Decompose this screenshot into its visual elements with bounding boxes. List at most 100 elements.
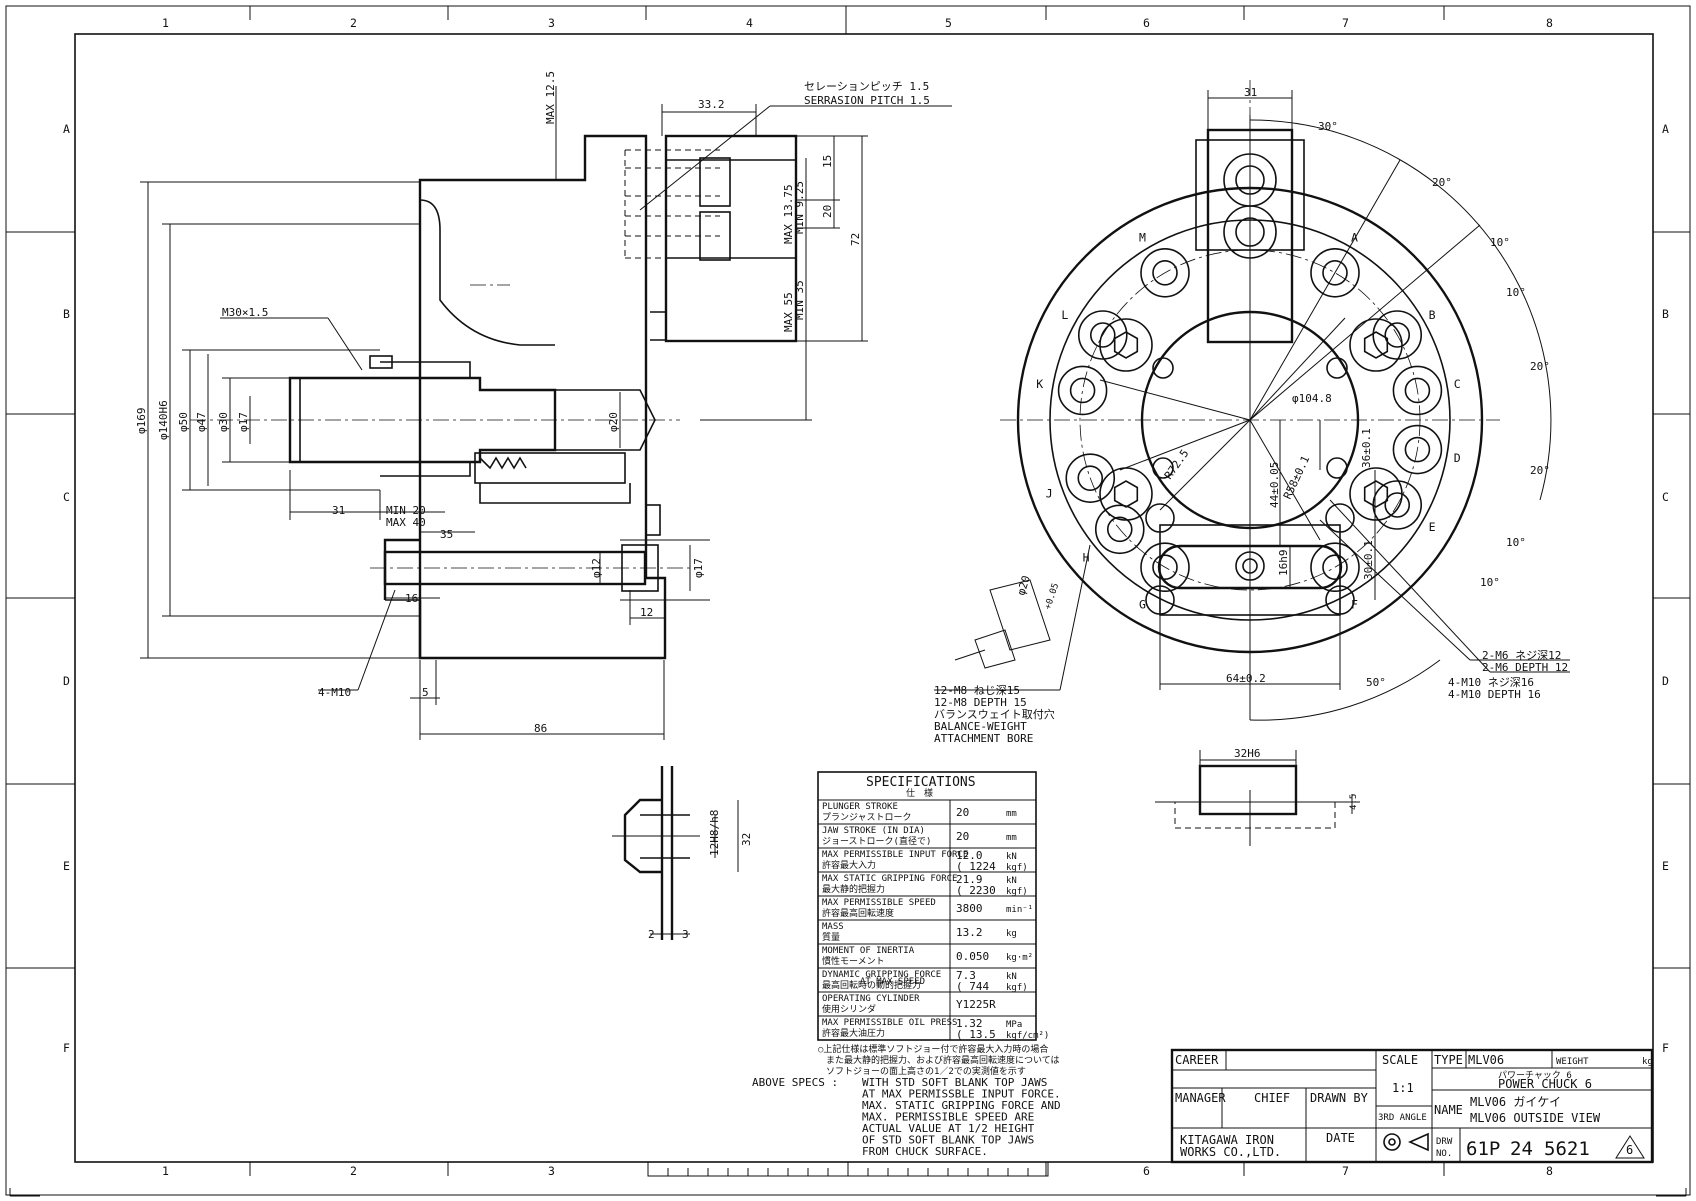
spec-label-en: DYNAMIC GRIPPING FORCE	[822, 970, 941, 980]
weight-label: WEIGHT	[1556, 1057, 1589, 1067]
specs-note-en: ACTUAL VALUE AT 1/2 HEIGHT	[862, 1122, 1035, 1135]
balance-weight-holes	[1057, 247, 1443, 593]
hole-letter: A	[1351, 230, 1358, 244]
dim-label: MAX 55	[782, 292, 795, 332]
dim-label: φ20	[607, 412, 620, 432]
dim-label: φ169	[135, 408, 148, 435]
spec-label-jp: 許容最高回転速度	[822, 907, 894, 919]
spec-label-jp: ジョーストローク(直径で)	[822, 835, 931, 847]
angle-label: 10°	[1490, 236, 1510, 249]
dim-label: φ50	[177, 412, 190, 432]
drawing-name-jp: MLV06 ガイケイ	[1470, 1095, 1561, 1109]
col-label: 5	[945, 16, 952, 30]
hole-letter: B	[1429, 308, 1436, 322]
spec-label-en: MAX PERMISSIBLE SPEED	[822, 898, 936, 908]
dim-label: 32	[740, 833, 753, 846]
spec-value: ( 1224	[956, 860, 996, 873]
specs-note-en: AT MAX PERMISSBLE INPUT FORCE.	[862, 1088, 1061, 1101]
row-label: F	[63, 1041, 70, 1055]
balance-hole	[1094, 504, 1145, 555]
dim-label: φ140H6	[157, 400, 170, 440]
col-label: 8	[1546, 16, 1553, 30]
dim-label: 33.2	[698, 98, 725, 111]
spec-value: 3800	[956, 902, 983, 915]
spec-value: Y1225R	[956, 998, 996, 1011]
col-label: 3	[548, 1164, 555, 1178]
scale-label: SCALE	[1382, 1053, 1418, 1067]
spec-label-en: MAX PERMISSIBLE INPUT FORCE	[822, 850, 968, 860]
spec-label-en: AT MAX SPEED	[860, 977, 925, 987]
outer-border	[5, 5, 1691, 1196]
dim-label: 86	[534, 722, 547, 735]
dim-label: 64±0.2	[1226, 672, 1266, 685]
spec-value: 20	[956, 830, 969, 843]
hole-letter: K	[1036, 377, 1043, 391]
spec-label-jp: 許容最大入力	[822, 859, 876, 871]
spec-unit: mm	[1006, 809, 1017, 819]
balance-hole	[1392, 365, 1443, 416]
row-label: E	[1662, 859, 1669, 873]
col-label: 4	[746, 16, 753, 30]
type-label: TYPE	[1434, 1053, 1463, 1067]
balance-hole	[1057, 365, 1108, 416]
spec-label-jp: 最大静的把握力	[822, 883, 885, 895]
spec-unit: kg·m²	[1006, 953, 1033, 963]
dim-label: 20	[821, 205, 834, 218]
spec-label-jp: 慣性モーメント	[822, 955, 885, 967]
balance-hole	[1310, 542, 1360, 593]
row-label: A	[63, 122, 70, 136]
dim-label: MAX 13.75	[782, 184, 795, 244]
spec-unit: kg	[1006, 929, 1017, 939]
col-label: 6	[1143, 1164, 1150, 1178]
dim-label: φ20	[1014, 574, 1033, 597]
dim-label: 72	[849, 233, 862, 246]
dim-label: 12H8/h8	[708, 810, 721, 856]
spec-value: 12.0	[956, 849, 983, 862]
dim-label: R58±0.1	[1281, 454, 1312, 502]
spec-label-jp: 最高回転時の動的把握力	[822, 979, 921, 991]
specs-note-jp: また最大静的把握力、および許容最高回転速度については	[826, 1054, 1060, 1066]
angle-label: 20°	[1432, 176, 1452, 189]
inner-border	[74, 33, 1654, 1163]
spec-label-en: MAX PERMISSIBLE OIL PRESS	[822, 1018, 957, 1028]
spec-value: 13.2	[956, 926, 983, 939]
specifications-table: SPECIFICATIONS 仕 様 PLUNGER STROKEプランジャスト…	[752, 771, 1061, 1158]
frame-ticks	[6, 6, 1690, 1176]
dim-label: 16	[405, 592, 418, 605]
col-label: 1	[162, 16, 169, 30]
date-label: DATE	[1326, 1131, 1355, 1145]
dim-label: 15	[821, 155, 834, 168]
callout-m8-en: 12-M8 DEPTH 15	[934, 696, 1027, 709]
company-name: KITAGAWA IRON	[1180, 1133, 1274, 1147]
balance-hole	[1310, 247, 1360, 298]
product-name-en: POWER CHUCK 6	[1498, 1077, 1592, 1091]
dim-label: 5	[422, 686, 429, 699]
company-name: WORKS CO.,LTD.	[1180, 1145, 1281, 1159]
col-label: 2	[350, 16, 357, 30]
dim-label: 44±0.05	[1268, 462, 1281, 508]
weight-unit: kg	[1642, 1057, 1653, 1067]
callout-m6-en: 2-M6 DEPTH 12	[1482, 661, 1568, 674]
drw-label: DRW	[1436, 1137, 1453, 1147]
angle-label: 50°	[1366, 676, 1386, 689]
specs-note-en: OF STD SOFT BLANK TOP JAWS	[862, 1134, 1034, 1147]
dim-label: φ17	[237, 412, 250, 432]
spec-unit: min⁻¹	[1006, 905, 1033, 915]
serration-label-jp: セレーションピッチ 1.5	[804, 80, 929, 93]
col-label: 3	[548, 16, 555, 30]
spec-unit: kgf)	[1006, 863, 1028, 873]
row-label: B	[63, 307, 70, 321]
callout-bw-jp: バランスウェイト取付穴	[934, 707, 1055, 721]
col-label: 1	[162, 1164, 169, 1178]
hex-bolt	[1349, 467, 1403, 521]
spec-value: ( 13.5	[956, 1028, 996, 1041]
spec-label-en: JAW STROKE (IN DIA)	[822, 826, 925, 836]
specs-title-jp: 仕 様	[906, 787, 933, 799]
dim-label: 31	[332, 504, 345, 517]
spec-label-jp: 許容最大油圧力	[822, 1027, 885, 1039]
spec-unit: kN	[1006, 852, 1017, 862]
spec-value: 21.9	[956, 873, 983, 886]
name-label: NAME	[1434, 1103, 1463, 1117]
dim-label: +0.05	[1043, 582, 1061, 611]
